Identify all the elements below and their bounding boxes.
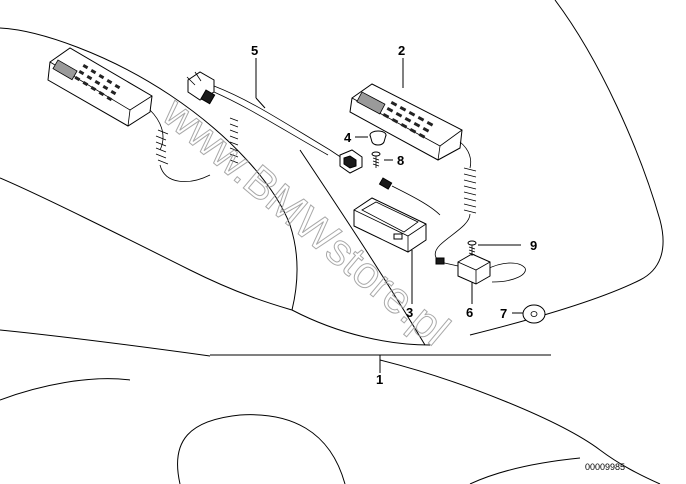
callout-1: 1 <box>376 372 383 387</box>
disc-part-7 <box>522 304 546 324</box>
callout-9: 9 <box>530 238 537 253</box>
callout-2: 2 <box>398 43 405 58</box>
callout-3: 3 <box>406 305 413 320</box>
callout-8: 8 <box>397 153 404 168</box>
leader-lines <box>210 58 551 373</box>
cable-assembly-part-5 <box>186 71 363 174</box>
reference-number: 00009985 <box>585 462 625 472</box>
callout-6: 6 <box>466 305 473 320</box>
cradle-part-3 <box>353 197 427 253</box>
screw-part-8 <box>371 151 381 168</box>
handset-left-illustration <box>47 47 211 182</box>
callout-5: 5 <box>251 43 258 58</box>
handset-part-2 <box>349 83 463 161</box>
coil-cord <box>434 141 526 283</box>
left-coil-cord <box>229 117 239 164</box>
car-body-outline <box>0 0 664 484</box>
callout-4: 4 <box>344 130 352 145</box>
callout-labels: 1 2 3 4 5 6 7 8 9 <box>251 43 537 387</box>
connector-box-part-6 <box>435 253 491 285</box>
callout-7: 7 <box>500 306 507 321</box>
cable-plug <box>378 177 441 216</box>
screw-part-9 <box>467 240 477 256</box>
cap-part-4 <box>369 130 387 146</box>
